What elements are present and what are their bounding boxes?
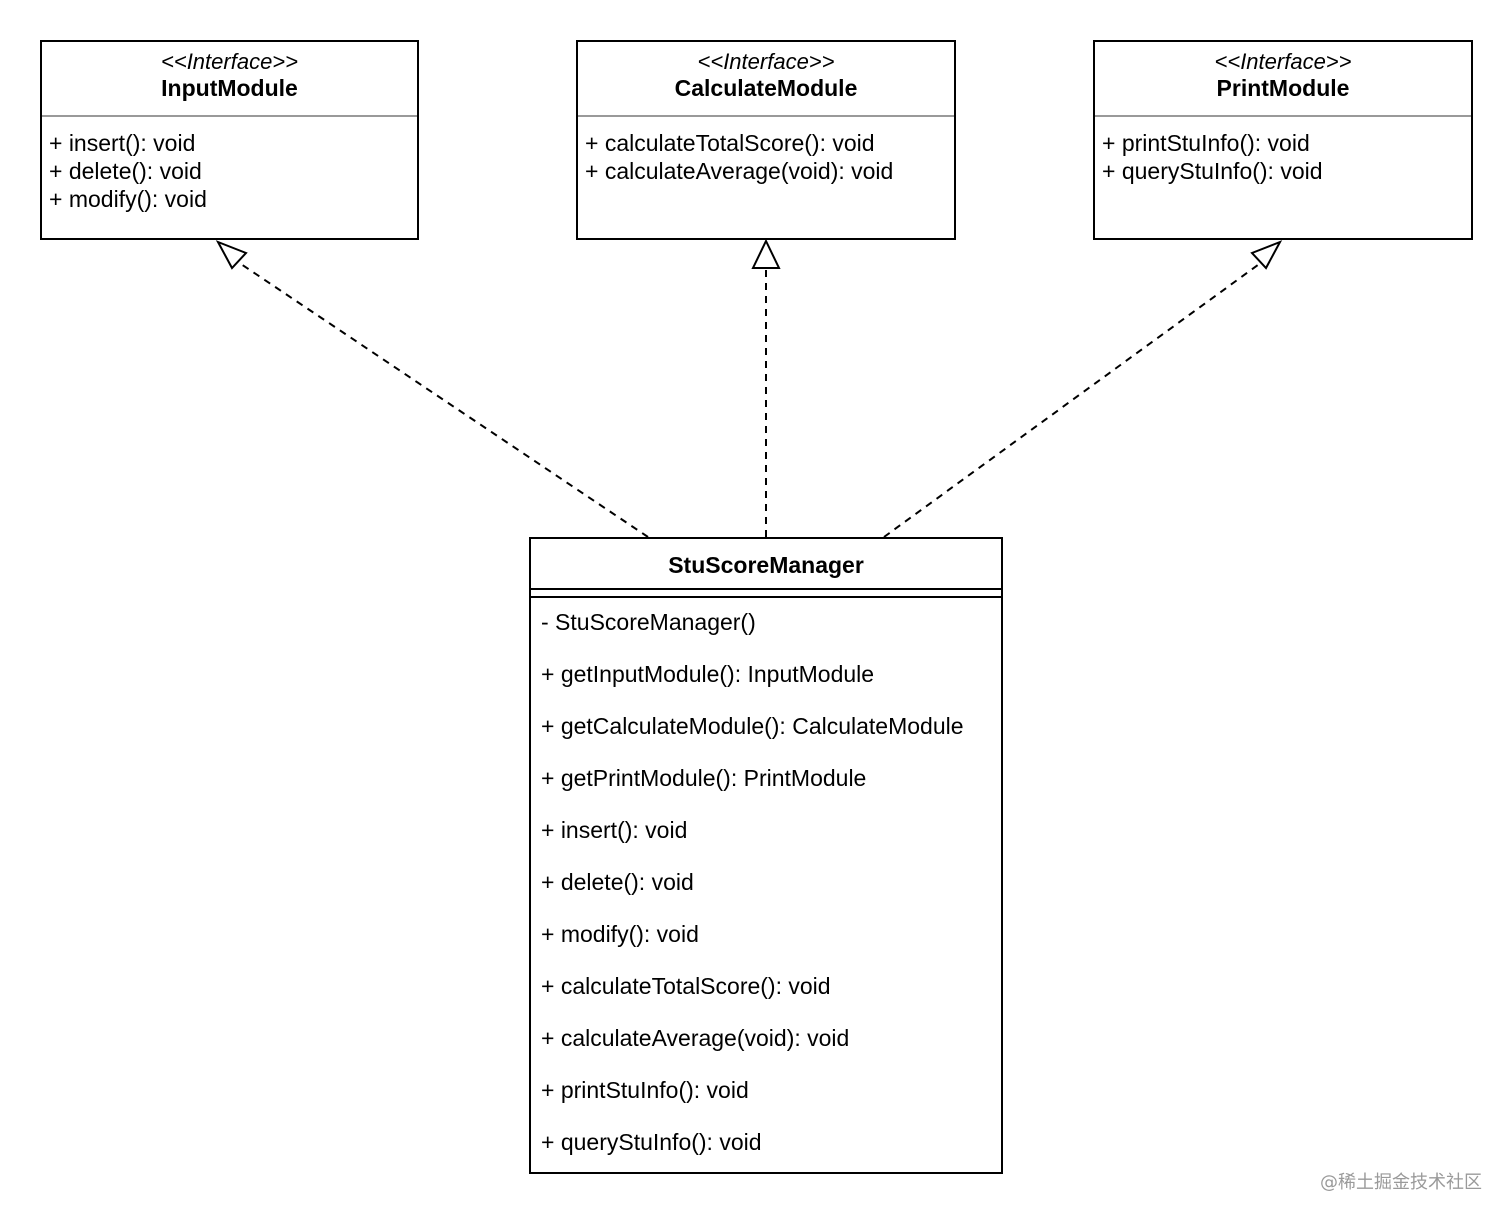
stereotype-label: <<Interface>> <box>1214 49 1352 74</box>
method-item: + calculateAverage(void): void <box>541 1025 850 1051</box>
realization-line-input <box>237 261 649 538</box>
method-item: + getCalculateModule(): CalculateModule <box>541 713 964 739</box>
interface-calculate-module[interactable]: <<Interface>> CalculateModule + calculat… <box>576 40 956 240</box>
method-item: + delete(): void <box>49 158 202 184</box>
watermark-text: @稀土掘金技术社区 <box>1320 1172 1482 1193</box>
class-header: <<Interface>> CalculateModule <box>578 42 954 117</box>
interface-input-module[interactable]: <<Interface>> InputModule + insert(): vo… <box>40 40 419 240</box>
interface-print-module[interactable]: <<Interface>> PrintModule + printStuInfo… <box>1093 40 1473 240</box>
attribute-compartment <box>531 590 1001 598</box>
class-name: InputModule <box>161 75 298 101</box>
class-header: StuScoreManager <box>531 539 1001 590</box>
method-list: - StuScoreManager() + getInputModule(): … <box>531 598 1001 1180</box>
method-item: + modify(): void <box>49 186 207 212</box>
method-list: + printStuInfo(): void + queryStuInfo():… <box>1095 117 1471 185</box>
method-item: + insert(): void <box>541 817 688 843</box>
realization-arrowhead-print <box>1250 240 1283 270</box>
realization-arrowhead-input <box>215 240 248 270</box>
method-item: + getPrintModule(): PrintModule <box>541 765 867 791</box>
class-stu-score-manager[interactable]: StuScoreManager - StuScoreManager() + ge… <box>529 537 1003 1174</box>
stereotype-label: <<Interface>> <box>697 49 835 74</box>
method-list: + calculateTotalScore(): void + calculat… <box>578 117 954 185</box>
stereotype-label: <<Interface>> <box>161 49 298 74</box>
method-item: - StuScoreManager() <box>541 609 756 635</box>
method-item: + delete(): void <box>541 869 694 895</box>
realization-arrowhead-calculate <box>751 238 781 269</box>
method-item: + printStuInfo(): void <box>541 1077 749 1103</box>
realization-line-print <box>883 261 1263 538</box>
class-header: <<Interface>> PrintModule <box>1095 42 1471 117</box>
method-item: + getInputModule(): InputModule <box>541 661 875 687</box>
method-item: + queryStuInfo(): void <box>541 1129 762 1155</box>
method-item: + modify(): void <box>541 921 699 947</box>
class-name: CalculateModule <box>674 75 858 101</box>
method-item: + insert(): void <box>49 130 196 156</box>
class-name: PrintModule <box>1216 75 1350 101</box>
method-list: + insert(): void + delete(): void + modi… <box>42 117 417 213</box>
class-header: <<Interface>> InputModule <box>42 42 417 117</box>
method-item: + queryStuInfo(): void <box>1102 158 1323 184</box>
method-item: + calculateTotalScore(): void <box>541 973 831 999</box>
method-item: + calculateAverage(void): void <box>585 158 894 184</box>
class-name: StuScoreManager <box>668 552 864 578</box>
method-item: + calculateTotalScore(): void <box>585 130 875 156</box>
method-item: + printStuInfo(): void <box>1102 130 1310 156</box>
